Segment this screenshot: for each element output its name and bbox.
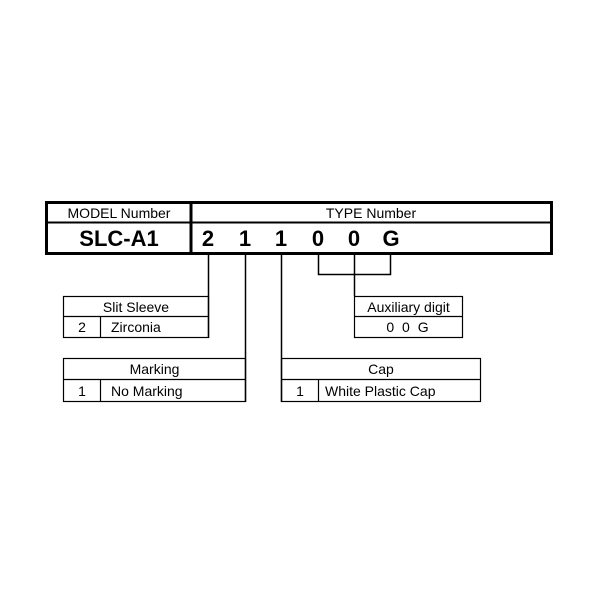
type-digit-1: 2 (201, 225, 215, 251)
cap-title: Cap (368, 361, 394, 377)
auxiliary-title: Auxiliary digit (367, 298, 450, 315)
type-digit-4: 0 (311, 225, 325, 251)
cap-value: White Plastic Cap (325, 382, 436, 399)
type-number-label: TYPE Number (325, 205, 417, 221)
type-digit-5: 0 (347, 225, 361, 251)
slit-sleeve-code: 2 (78, 319, 86, 335)
slit-sleeve-title: Slit Sleeve (102, 298, 170, 315)
type-digit-2: 1 (238, 225, 252, 251)
marking-title: Marking (129, 361, 180, 377)
cap-code: 1 (296, 382, 304, 399)
model-number-value: SLC-A1 (79, 225, 159, 251)
type-digit-3: 1 (274, 225, 288, 251)
marking-value: No Marking (111, 382, 183, 399)
type-digit-6: G (382, 225, 400, 251)
auxiliary-value: 0 0 G (386, 319, 431, 335)
top-table-border (45, 201, 553, 255)
marking-code: 1 (78, 382, 86, 399)
model-number-label: MODEL Number (67, 205, 171, 221)
slit-sleeve-value: Zirconia (111, 319, 161, 335)
